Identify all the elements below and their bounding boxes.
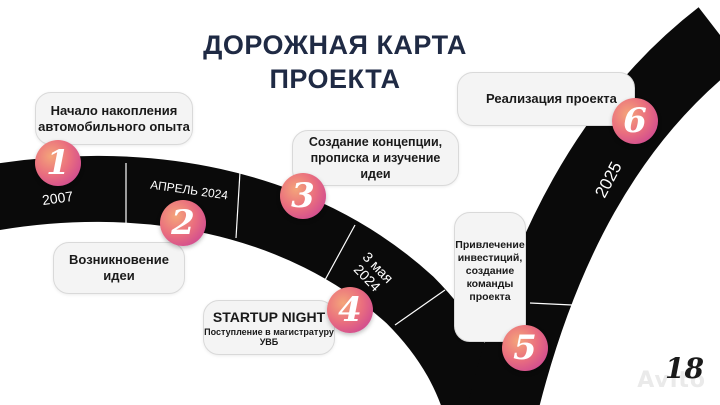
milestone-5-text: Привлечение инвестиций, создание команды… (455, 239, 525, 303)
road-divider (235, 171, 241, 239)
milestone-1-text: Начало накопления автомобильного опыта (38, 102, 190, 134)
milestone-4-title: STARTUP NIGHT (212, 308, 326, 325)
milestone-1-badge: 1 (35, 140, 81, 186)
milestone-3-text: Создание концепции, прописка и изучение … (308, 135, 443, 181)
milestone-3-badge: 3 (280, 173, 326, 219)
page-number: 18 (665, 352, 704, 385)
road-curve (0, 155, 511, 405)
milestone-2-text: Возникновение идеи (69, 252, 169, 283)
milestone-4-badge: 4 (327, 287, 373, 333)
watermark-logo: Avito (637, 368, 706, 393)
milestone-3-card: Создание концепции, прописка и изучение … (292, 130, 459, 186)
milestone-1-card: Начало накопления автомобильного опыта (35, 92, 193, 145)
milestone-4-card: STARTUP NIGHT Поступление в магистратуру… (203, 300, 335, 355)
milestone-2-badge: 2 (160, 200, 206, 246)
milestone-6-text: Реализация проекта (486, 91, 617, 106)
milestone-4-subtitle: Поступление в магистратуру УВБ (204, 326, 334, 347)
road-divider (324, 224, 356, 281)
title-text: ДОРОЖНАЯ КАРТА ПРОЕКТА (203, 30, 467, 94)
milestone-5-badge: 5 (502, 325, 548, 371)
page-title: ДОРОЖНАЯ КАРТА ПРОЕКТА (200, 28, 470, 96)
road-divider (529, 302, 573, 306)
milestone-5-card: Привлечение инвестиций, создание команды… (454, 212, 526, 342)
watermark-text: Avito (637, 368, 706, 393)
milestone-6-badge: 6 (612, 98, 658, 144)
milestone-6-card: Реализация проекта (457, 72, 635, 126)
milestone-2-card: Возникновение идеи (53, 242, 185, 294)
road-divider (394, 289, 446, 326)
